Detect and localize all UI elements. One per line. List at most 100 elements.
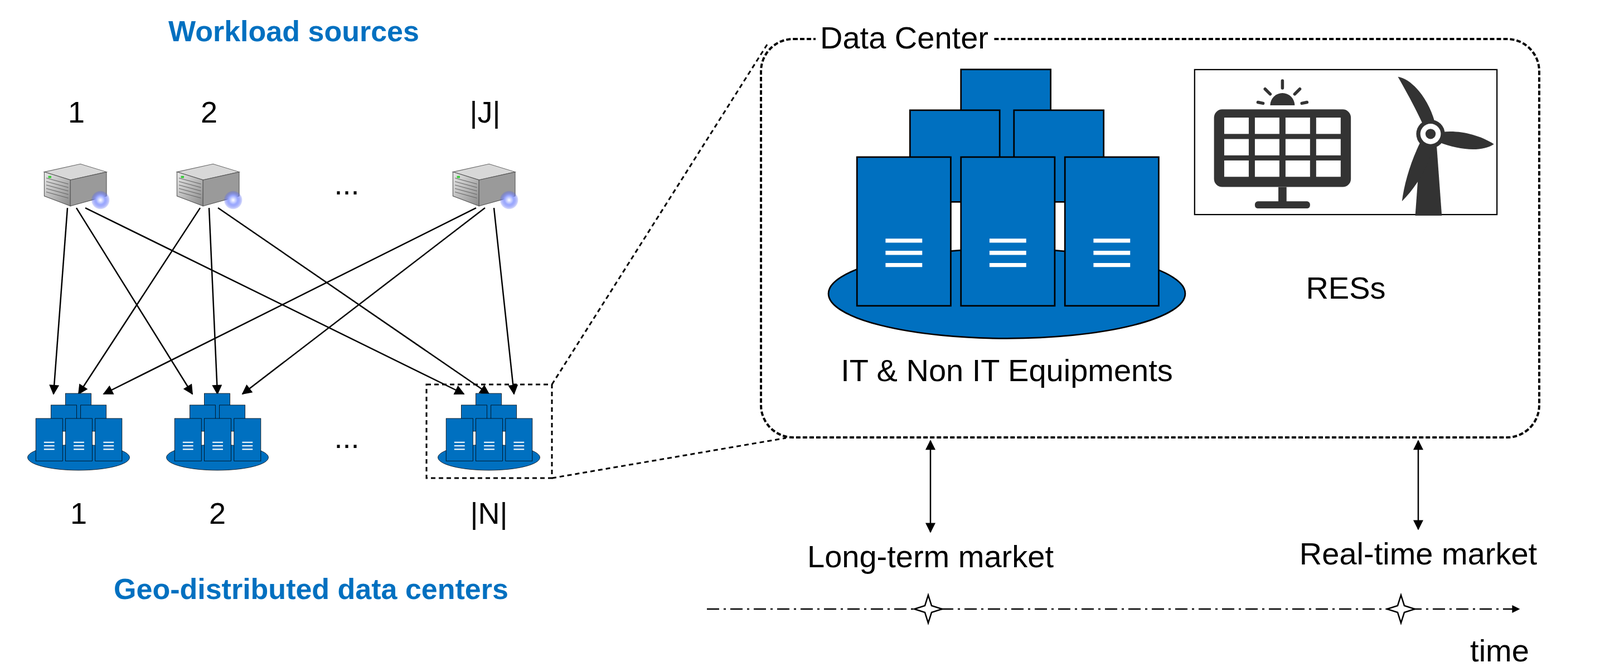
drawing-part [989,263,1027,268]
server-icon [448,160,522,211]
drawing-part [224,191,242,210]
connector-arrow [53,207,68,395]
drawing-part [1093,263,1131,268]
drawing-part [212,445,223,447]
drawing-part [103,445,114,447]
drawing-part [445,418,473,462]
drawing-part [103,442,114,444]
drawing-part [885,263,923,268]
drawing-part [452,172,479,207]
drawing-part [1254,201,1311,209]
data-center-icon [433,393,545,472]
drawing-part [885,250,923,255]
connector-arrow [103,207,477,395]
drawing-part [475,418,503,462]
drawing-part [1301,102,1307,104]
drawing-part [1254,160,1280,177]
drawing-part [1420,123,1442,145]
connector-arrow [1417,440,1420,530]
drawing-part [1278,187,1287,204]
drawing-part [457,176,460,179]
drawing-part [1285,139,1311,156]
node-label: |N| [469,496,508,531]
drawing-part [46,177,69,184]
drawing-part [73,445,85,447]
drawing-part [1064,157,1159,307]
drawing-part [178,185,202,192]
node-label: 2 [209,496,226,531]
drawing-part [48,176,52,179]
server-icon [40,160,113,211]
drawing-part [483,445,495,447]
drawing-part [1285,160,1311,177]
drawing-part [1093,250,1131,255]
data-center: 2 [161,393,274,531]
market-label: Real-time market [1299,536,1538,572]
drawing-part [1316,139,1341,156]
drawing-part [204,418,231,462]
group-title: Geo-distributed data centers [113,573,509,607]
drawing-part [44,445,55,447]
drawing-part [454,445,465,447]
drawing-part [241,448,253,450]
drawing-part [91,191,110,210]
drawing-part [1438,131,1495,150]
drawing-part [1257,102,1263,104]
data-center-icon [161,393,274,472]
drawing-part [454,448,465,450]
drawing-part [1254,139,1280,156]
it-equipment: IT & Non IT Equipments [826,67,1188,389]
drawing-part [1294,89,1300,95]
drawing-part [178,181,202,188]
ellipsis: ... [333,420,360,455]
drawing-part [1416,119,1445,149]
drawing-part [1269,93,1295,106]
drawing-part [178,192,202,199]
drawing-part [885,238,923,243]
drawing-part [483,442,495,444]
zoom-frame [426,384,552,479]
drawing-part [35,418,63,462]
node-label: 1 [68,94,85,130]
drawing-part [181,176,184,179]
connector-arrow [76,207,193,395]
drawing-part [1254,117,1280,134]
drawing-part [178,188,202,195]
drawing-part [505,418,533,462]
drawing-part [961,157,1055,307]
zoom-line [551,438,787,479]
drawing-part [46,188,69,195]
drawing-part [1194,69,1497,215]
drawing-part [1316,117,1341,134]
drawing-part [178,177,202,184]
drawing-part [241,445,253,447]
drawing-part [212,442,223,444]
drawing-part [856,157,951,307]
workload-source: 2 [172,94,246,211]
drawing-part [454,442,465,444]
drawing-part [989,250,1027,255]
drawing-part [989,238,1027,243]
drawing-part [44,448,55,450]
ellipsis: ... [333,166,360,202]
connector-arrow [78,207,201,395]
node-label: Long-term market [807,539,1054,575]
drawing-part [73,442,85,444]
data-center-zoom: Data CenterIT & Non IT EquipmentsRESs [759,37,1541,439]
drawing-part [1285,117,1311,134]
time-star [1387,595,1415,624]
drawing-part [103,448,114,450]
renewable-sources: RESs [1193,68,1498,307]
drawing-part [454,188,478,195]
res-icon-box [1193,68,1498,216]
drawing-part [1264,89,1270,95]
data-center: 1 [22,393,135,531]
connector-arrow [493,207,515,395]
drawing-part [500,191,518,210]
drawing-part [1425,128,1436,139]
drawing-part [44,172,71,207]
data-center: |N| [433,393,545,531]
node-label: RESs [1305,270,1386,307]
node-label: 2 [200,94,218,130]
drawing-part [212,448,223,450]
